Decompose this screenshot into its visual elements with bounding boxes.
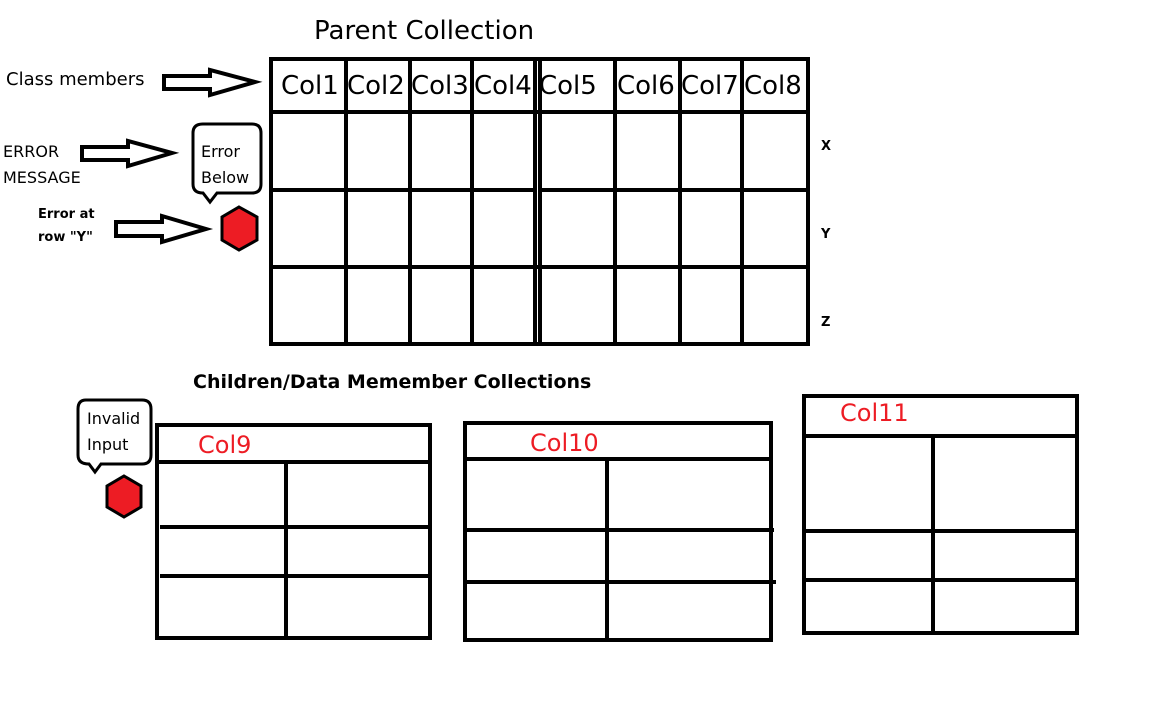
column-header: Col6 [617, 71, 675, 101]
child-table-header-col9: Col9 [198, 431, 252, 459]
class-members-label: Class members [6, 69, 145, 90]
parent-table-grid [269, 57, 810, 346]
column-header: Col1 [281, 71, 339, 101]
error-hexagon-icon [105, 474, 143, 519]
error-below-bubble-line1: Error [201, 142, 240, 161]
speech-bubble-invalid-input [76, 398, 153, 475]
error-at-row-label-line1: Error at [38, 207, 95, 222]
child-table-header-col10: Col10 [530, 429, 599, 457]
speech-bubble-error-below [191, 122, 263, 205]
invalid-input-bubble-line1: Invalid [87, 409, 141, 428]
child-table-col11-grid [802, 394, 1079, 635]
arrow-class-members [162, 67, 263, 98]
column-header: Col2 [347, 71, 405, 101]
error-hexagon-icon [220, 205, 259, 252]
arrow-error-message [80, 138, 180, 169]
error-message-label-line1: ERROR [3, 142, 60, 161]
column-header: Col4 [474, 71, 532, 101]
column-header: Col5 [539, 71, 597, 101]
arrow-error-at-row [114, 213, 214, 245]
parent-collection-title: Parent Collection [314, 16, 535, 46]
column-header: Col3 [411, 71, 469, 101]
row-label-y: Y [821, 227, 831, 242]
child-table-col10-grid [463, 421, 776, 642]
error-message-label-line2: MESSAGE [3, 168, 81, 187]
children-collections-title: Children/Data Memember Collections [193, 371, 592, 393]
child-table-header-col11: Col11 [840, 399, 909, 427]
error-below-bubble-line2: Below [201, 168, 250, 187]
invalid-input-bubble-line2: Input [87, 435, 129, 454]
column-header: Col7 [681, 71, 739, 101]
child-table-col9-grid [155, 423, 432, 640]
error-at-row-label-line2: row "Y" [38, 230, 93, 245]
row-label-x: X [821, 139, 832, 154]
column-header: Col8 [744, 71, 802, 101]
row-label-z: Z [821, 315, 831, 330]
